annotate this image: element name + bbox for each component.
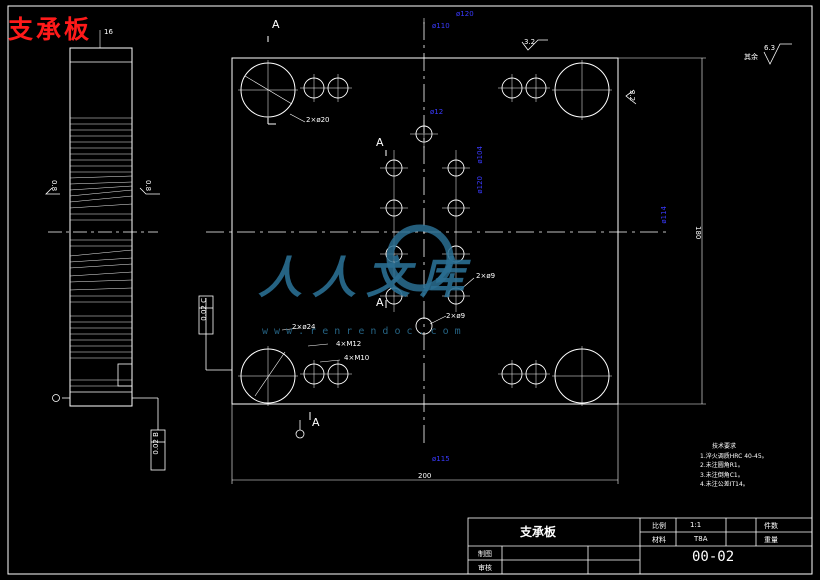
- title-block: [467, 517, 813, 575]
- material-value: T8A: [694, 535, 708, 543]
- watermark-logo: [386, 224, 454, 292]
- dim-side-16: 16: [104, 28, 113, 36]
- dim-top-small: ø110: [432, 22, 450, 30]
- drawing-number: 00-02: [692, 549, 735, 565]
- roughness-corner-value: 6.3: [764, 44, 776, 52]
- roughness-left-b: 0.8: [144, 180, 152, 192]
- tolerance-c: 0.02 C: [200, 298, 208, 321]
- tech-notes: 技术要求 1.淬火调质HRC 40-45。 2.未注圆角R1。 3.未注倒角C1…: [700, 442, 768, 490]
- dim-width: 200: [418, 472, 432, 480]
- dim-b: ø120: [476, 176, 484, 194]
- section-mark-a1: A: [272, 18, 280, 31]
- dim-a: ø104: [476, 146, 484, 164]
- section-hatching: [69, 117, 133, 387]
- part-name: 支承板: [520, 525, 557, 539]
- watermark-text: 人人文库: [258, 253, 474, 304]
- callout-2xd24: 2×ø24: [292, 323, 316, 331]
- dim-center-hole: ø12: [430, 108, 444, 116]
- material-label: 材料: [652, 536, 666, 544]
- roughness-right: 3.2: [628, 90, 636, 102]
- tech-note-item: 4.未注公差IT14。: [700, 481, 749, 488]
- tolerance-b: 0.02 B: [152, 432, 160, 455]
- dim-top: ø120: [456, 10, 474, 18]
- roughness-left-a: 0.8: [50, 180, 58, 192]
- section-mark-a4: A: [312, 416, 320, 429]
- plate-outline: [231, 57, 619, 405]
- callout-4xm10: 4×M10: [344, 354, 370, 362]
- callout-2xd9a: 2×ø9: [476, 272, 496, 280]
- stamp-title: 支承板: [8, 15, 93, 44]
- callout-2xd9b: 2×ø9: [446, 312, 466, 320]
- dim-height: 180: [694, 226, 702, 240]
- scale-label: 比例: [652, 522, 666, 530]
- dim-bottom: ø115: [432, 455, 450, 463]
- tolerance-frame-c: [198, 295, 214, 335]
- tolerance-frame-b: [150, 429, 166, 471]
- scale-value: 1:1: [690, 521, 702, 529]
- side-view: [45, 30, 232, 430]
- drawing-border: [7, 5, 813, 575]
- callout-4xm12: 4×M12: [336, 340, 362, 348]
- tech-note-item: 2.未注圆角R1。: [700, 462, 744, 469]
- watermark-url: w w w . r e n r e n d o c . c o m: [262, 326, 461, 337]
- tech-notes-heading: 技术要求: [712, 443, 737, 450]
- weight-label: 重量: [764, 536, 778, 544]
- checked-label: 审核: [478, 564, 492, 572]
- tech-note-item: 3.未注倒角C1。: [700, 471, 744, 479]
- roughness-top: 3.2: [524, 38, 536, 46]
- qty-label: 件数: [764, 522, 778, 530]
- section-mark-a3: A: [376, 296, 384, 309]
- section-mark-a2: A: [376, 136, 384, 149]
- front-view: [206, 18, 792, 484]
- drawn-label: 制图: [478, 550, 492, 558]
- roughness-corner-label: 其余: [744, 53, 758, 61]
- tech-note-item: 1.淬火调质HRC 40-45。: [700, 452, 768, 460]
- dim-c: ø114: [660, 206, 668, 224]
- callout-2xd20: 2×ø20: [306, 116, 330, 124]
